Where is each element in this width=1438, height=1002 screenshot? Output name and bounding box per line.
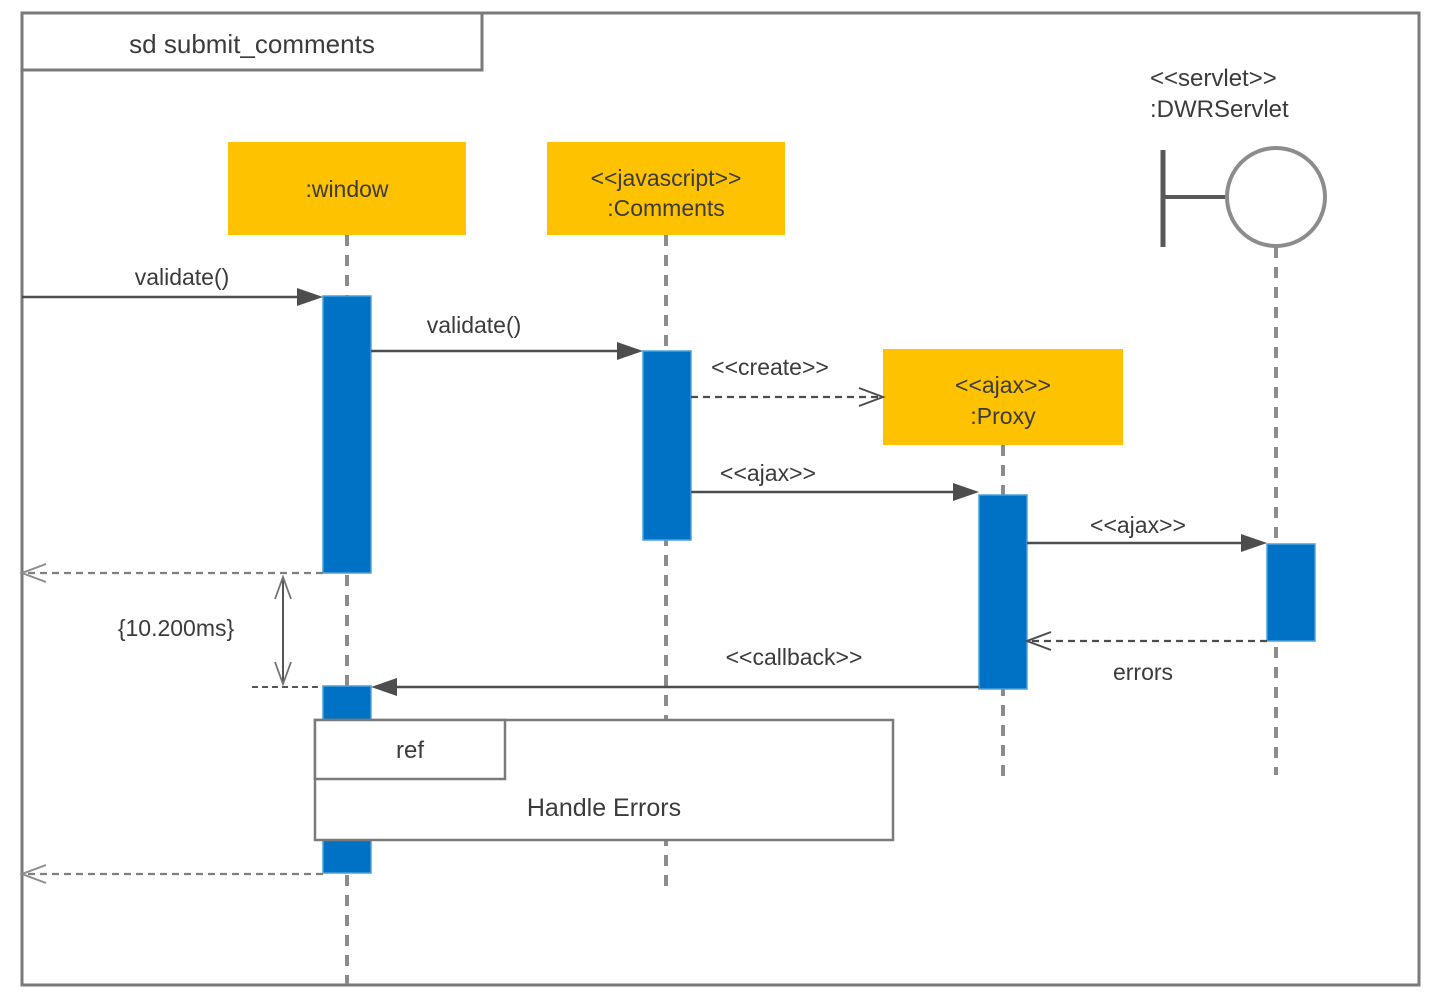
message-validate-1: validate()	[22, 264, 323, 306]
message-return-2	[19, 864, 323, 884]
message-ajax-2-arrowhead	[1241, 534, 1267, 552]
activation-proxy	[978, 494, 1028, 690]
message-ajax-1-label: <<ajax>>	[720, 460, 816, 486]
lifeline-head-proxy-label: :Proxy	[970, 403, 1036, 429]
message-validate-1-arrowhead	[297, 288, 323, 306]
message-ajax-1: <<ajax>>	[691, 460, 979, 501]
boundary-icon	[1160, 146, 1327, 248]
message-callback: <<callback>>	[371, 644, 979, 696]
lifeline-head-servlet-label: :DWRServlet	[1150, 96, 1289, 123]
message-return-1	[19, 563, 323, 583]
lifeline-head-window: :window	[228, 142, 466, 235]
duration-constraint-arrow-down	[274, 661, 292, 687]
lifeline-head-comments: <<javascript>> :Comments	[547, 142, 785, 235]
ref-fragment-operator: ref	[396, 737, 424, 764]
lifeline-head-servlet-stereotype: <<servlet>>	[1150, 65, 1277, 92]
message-errors-arrowhead	[1024, 631, 1052, 651]
lifeline-head-servlet: <<servlet>> :DWRServlet	[1150, 65, 1327, 248]
lifeline-head-window-box	[228, 142, 466, 235]
message-callback-label: <<callback>>	[726, 644, 863, 670]
lifeline-head-comments-stereotype: <<javascript>>	[591, 165, 742, 191]
message-return-2-arrowhead	[19, 864, 47, 884]
boundary-icon-circle	[1225, 146, 1327, 248]
duration-constraint-label: {10.200ms}	[118, 615, 235, 641]
lifeline-head-proxy-stereotype: <<ajax>>	[955, 372, 1051, 398]
ref-fragment-operator-box	[313, 718, 507, 781]
messages: validate() validate() <<create>> <<ajax>…	[19, 264, 1267, 884]
message-validate-2-arrowhead	[617, 342, 643, 360]
lifelines	[345, 235, 1278, 984]
message-ajax-2-label: <<ajax>>	[1090, 512, 1186, 538]
frame-title-box	[20, 11, 484, 72]
message-validate-2-label: validate()	[427, 312, 522, 338]
message-validate-2: validate()	[371, 312, 643, 360]
lifeline-head-proxy-box	[883, 349, 1123, 445]
message-ajax-2: <<ajax>>	[1027, 512, 1267, 552]
message-create-label: <<create>>	[711, 354, 829, 380]
lifeline-head-window-label: :window	[305, 176, 388, 202]
interaction-frame: sd submit_comments	[20, 11, 1421, 987]
activation-comments	[642, 350, 692, 541]
message-errors-label: errors	[1113, 659, 1173, 685]
lifeline-head-comments-label: :Comments	[607, 195, 725, 221]
frame-title: sd submit_comments	[129, 29, 375, 59]
activation-window-1	[322, 295, 372, 574]
message-ajax-1-arrowhead	[953, 483, 979, 501]
message-validate-1-label: validate()	[135, 264, 230, 290]
message-create: <<create>>	[691, 354, 886, 407]
frame-border	[20, 11, 1421, 987]
activation-servlet	[1266, 543, 1316, 642]
lifeline-head-comments-box	[547, 142, 785, 235]
ref-fragment-label: Handle Errors	[527, 794, 681, 822]
message-create-arrowhead	[858, 387, 886, 407]
duration-constraint-arrow-up	[274, 574, 292, 600]
lifeline-head-proxy: <<ajax>> :Proxy	[883, 349, 1123, 445]
message-callback-arrowhead	[371, 678, 397, 696]
duration-constraint: {10.200ms}	[118, 574, 320, 688]
message-return-1-arrowhead	[19, 563, 47, 583]
activations	[322, 295, 1316, 874]
message-errors: errors	[1024, 631, 1267, 685]
ref-fragment: ref Handle Errors	[313, 718, 895, 842]
